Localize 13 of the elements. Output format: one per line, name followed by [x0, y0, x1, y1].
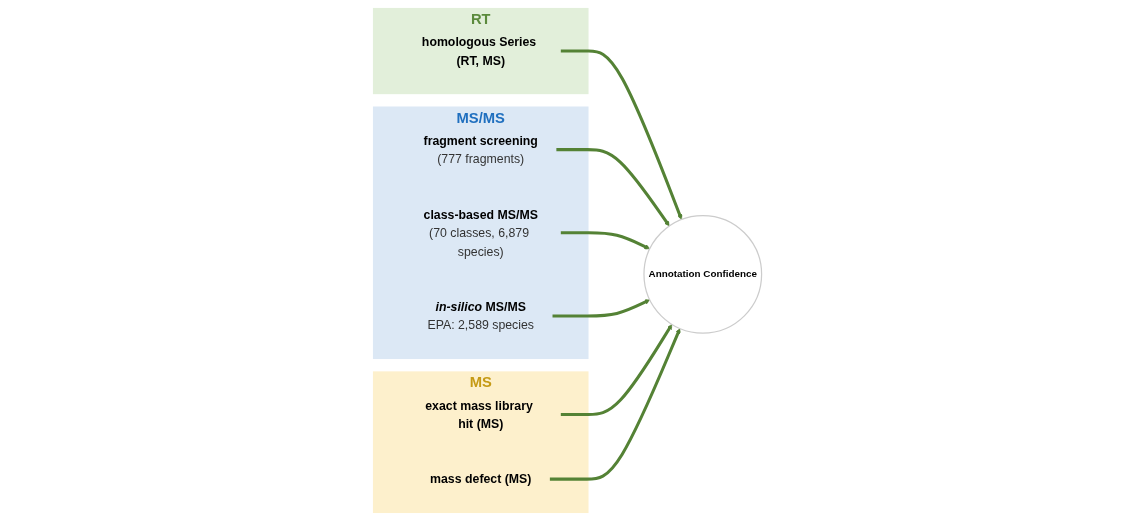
- arrow: [549, 328, 681, 481]
- node-text: exact mass library hit (MS): [424, 398, 533, 431]
- node-text: homologous Series (RT, MS): [421, 35, 536, 68]
- node-text: mass defect (MS): [429, 472, 532, 486]
- arrow: [560, 324, 672, 417]
- node-text: fragment screening (777 fragments): [423, 133, 538, 166]
- node-circle: Annotation Confidence: [643, 214, 762, 334]
- arrow: [552, 299, 650, 318]
- arrow: [556, 148, 670, 227]
- node-text: in-silico MS/MS EPA: 2,589 species: [427, 299, 534, 332]
- arrow: [560, 231, 650, 250]
- node-text: class-based MS/MS (70 classes, 6,879 species): [423, 207, 538, 259]
- arrow: [560, 49, 682, 220]
